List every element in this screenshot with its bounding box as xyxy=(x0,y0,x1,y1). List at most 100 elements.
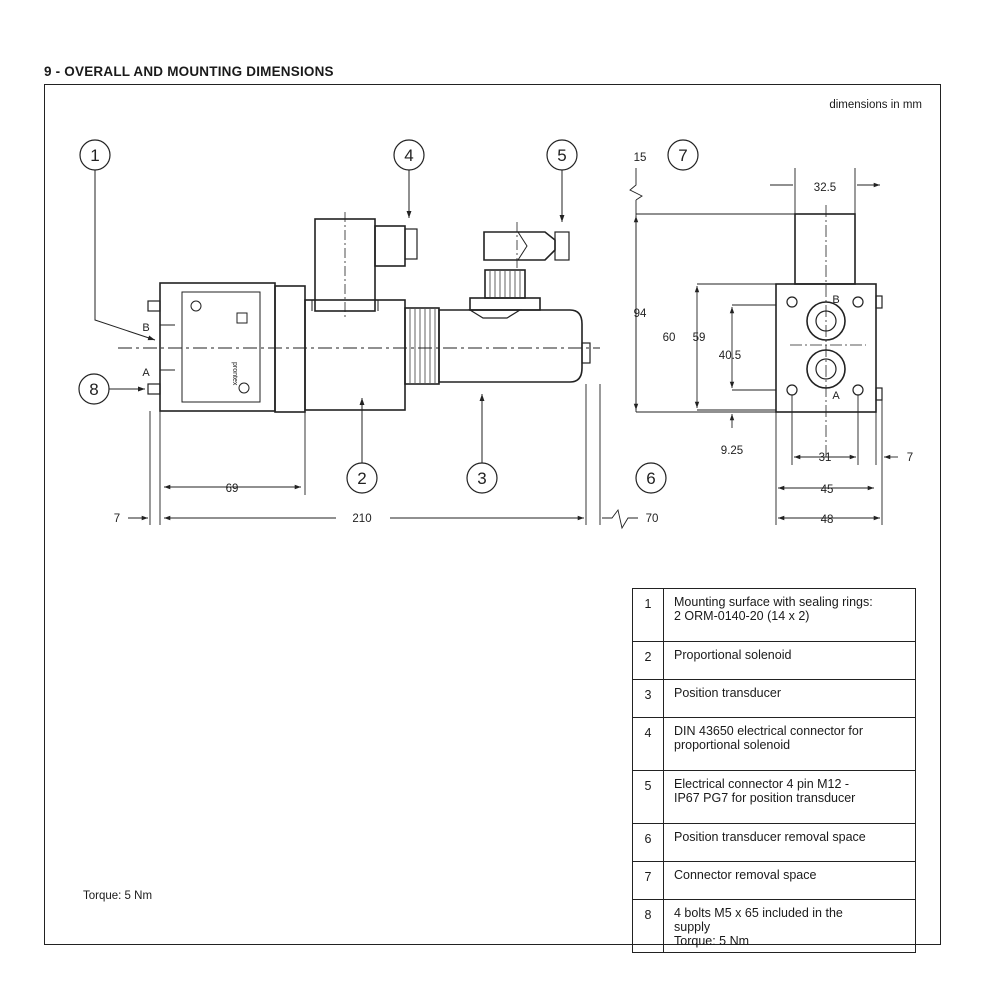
legend-table: 1 Mounting surface with sealing rings:2 … xyxy=(632,588,916,953)
legend-line: Position transducer removal space xyxy=(674,830,866,844)
end-port-a-label: A xyxy=(832,390,840,402)
legend-line: 4 bolts M5 x 65 included in the xyxy=(674,906,843,920)
dim-15: 15 xyxy=(634,152,647,164)
legend-num: 8 xyxy=(632,899,664,953)
valve-body xyxy=(159,282,276,412)
transducer-body xyxy=(438,309,583,383)
end-view-bolt-tab-top xyxy=(875,295,883,309)
legend-row: 3 Position transducer xyxy=(632,679,916,718)
legend-line: IP67 PG7 for position transducer xyxy=(674,791,856,805)
dim-break-15 xyxy=(629,168,643,201)
transducer-notch xyxy=(467,309,523,319)
bolt-hole-br xyxy=(852,384,864,396)
dim-94: 94 xyxy=(634,308,647,320)
legend-row: 6 Position transducer removal space xyxy=(632,823,916,862)
legend-line: Torque: 5 Nm xyxy=(674,934,750,948)
leader-1 xyxy=(94,170,156,341)
legend-num: 1 xyxy=(632,588,664,642)
dim-69: 69 xyxy=(226,483,239,495)
legend-num: 5 xyxy=(632,770,664,824)
callout-8: 8 xyxy=(89,380,98,399)
callout-7: 7 xyxy=(678,146,687,165)
callout-circles xyxy=(78,139,699,494)
nameplate xyxy=(181,291,261,403)
legend-line: proportional solenoid xyxy=(674,738,791,752)
end-extension-lines xyxy=(635,200,795,413)
callout-circle-1 xyxy=(79,139,111,171)
callout-3: 3 xyxy=(477,469,486,488)
connector-5-gland xyxy=(554,231,570,261)
solenoid-body xyxy=(304,299,406,411)
dim-32-5: 32.5 xyxy=(814,182,836,194)
dim-60: 60 xyxy=(663,332,676,344)
torque-note: Torque: 5 Nm xyxy=(83,890,153,902)
legend-line: Electrical connector 4 pin M12 - xyxy=(674,777,850,791)
legend-text: Electrical connector 4 pin M12 -IP67 PG7… xyxy=(663,770,916,824)
dim-210: 210 xyxy=(352,513,371,525)
callout-circle-8 xyxy=(78,373,110,405)
port-a-inner xyxy=(815,358,837,380)
transducer-connector-head xyxy=(483,231,556,261)
dim-7-right: 7 xyxy=(907,452,913,464)
end-view-bolt-tab-bottom xyxy=(875,387,883,401)
callout-5: 5 xyxy=(557,146,566,165)
dim-70: 70 xyxy=(646,513,659,525)
legend-num: 7 xyxy=(632,861,664,900)
legend-num: 4 xyxy=(632,717,664,771)
callout-circle-4 xyxy=(393,139,425,171)
transducer-connector-knurl xyxy=(484,269,526,299)
nameplate-brand: prontex xyxy=(231,362,238,386)
section-title: 9 - OVERALL AND MOUNTING DIMENSIONS xyxy=(44,64,334,79)
callout-circle-7 xyxy=(667,139,699,171)
solenoid-connector-cap xyxy=(374,225,406,267)
callout-circle-3 xyxy=(466,462,498,494)
legend-line: Connector removal space xyxy=(674,868,817,882)
legend-line: DIN 43650 electrical connector for xyxy=(674,724,863,738)
legend-row: 5 Electrical connector 4 pin M12 -IP67 P… xyxy=(632,770,916,824)
port-labels: B A B A xyxy=(142,294,840,402)
callout-4: 4 xyxy=(404,146,413,165)
extension-lines xyxy=(149,384,601,525)
callout-6: 6 xyxy=(646,469,655,488)
mounting-flange xyxy=(274,285,306,413)
dim-45: 45 xyxy=(821,484,834,496)
legend-line: Mounting surface with sealing rings: xyxy=(674,595,873,609)
bolt-bottom xyxy=(147,383,161,395)
side-port-a-label: A xyxy=(142,367,150,379)
legend-row: 2 Proportional solenoid xyxy=(632,641,916,680)
callout-numbers: 1 2 3 4 5 6 7 8 xyxy=(89,146,687,488)
solenoid-base-step xyxy=(311,300,379,311)
end-view-centerlines xyxy=(790,205,866,460)
legend-row: 7 Connector removal space xyxy=(632,861,916,900)
nameplate-screw-bottom xyxy=(238,382,250,394)
legend-text: Proportional solenoid xyxy=(663,641,916,680)
callout-2: 2 xyxy=(357,469,366,488)
nameplate-screw-top xyxy=(190,300,202,312)
dim-9-25: 9.25 xyxy=(721,445,743,457)
side-dimensions xyxy=(128,384,638,530)
end-view xyxy=(775,205,883,460)
legend-text: Position transducer xyxy=(663,679,916,718)
dim-7-left: 7 xyxy=(114,513,120,525)
end-dimensions xyxy=(629,168,898,525)
knurl-lines xyxy=(409,309,436,383)
bolt-hole-tr xyxy=(852,296,864,308)
dim-59: 59 xyxy=(693,332,706,344)
legend-num: 6 xyxy=(632,823,664,862)
legend-text: Connector removal space xyxy=(663,861,916,900)
dim-40-5: 40.5 xyxy=(719,350,741,362)
legend-row: 1 Mounting surface with sealing rings:2 … xyxy=(632,588,916,642)
callout-circle-5 xyxy=(546,139,578,171)
end-top-extensions xyxy=(794,168,856,214)
drawing-frame xyxy=(44,84,941,945)
units-note: dimensions in mm xyxy=(829,99,922,111)
callout-circle-6 xyxy=(635,462,667,494)
legend-line: 2 ORM-0140-20 (14 x 2) xyxy=(674,609,810,623)
legend-text: Position transducer removal space xyxy=(663,823,916,862)
side-port-b-label: B xyxy=(142,322,149,334)
connector-4-gland xyxy=(404,228,418,260)
